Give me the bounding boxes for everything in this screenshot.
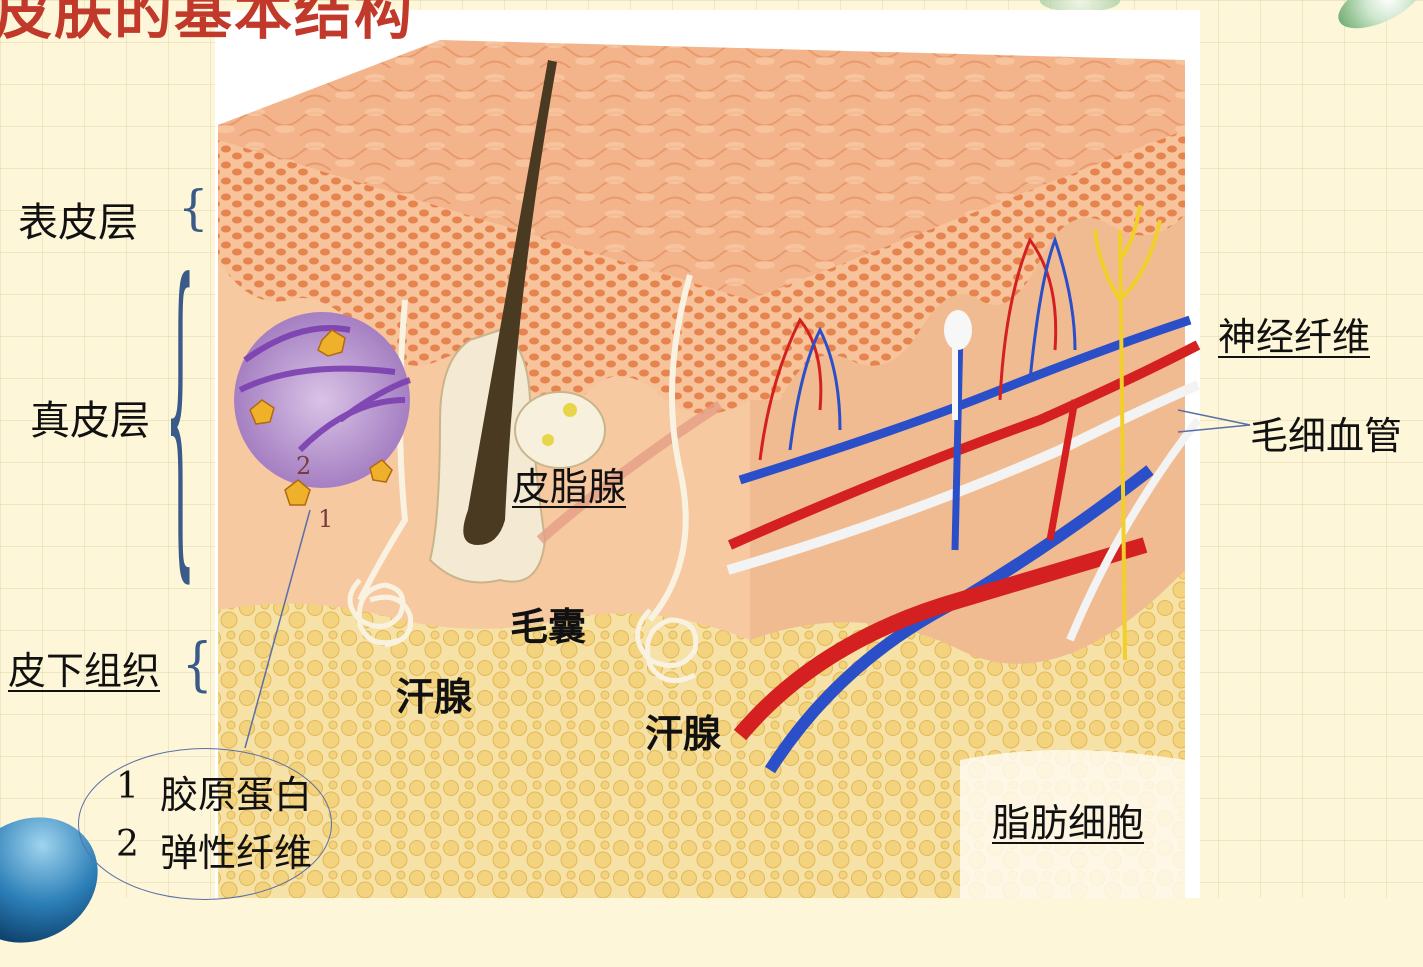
legend-item-2-number: 2	[116, 824, 139, 865]
legend-item-2-text: 弹性纤维	[160, 822, 312, 877]
inset-marker-2: 2	[296, 452, 311, 480]
legend-item-1-text: 胶原蛋白	[160, 764, 312, 819]
legend-item-1-number: 1	[116, 766, 139, 807]
inset-marker-1: 1	[318, 505, 333, 533]
